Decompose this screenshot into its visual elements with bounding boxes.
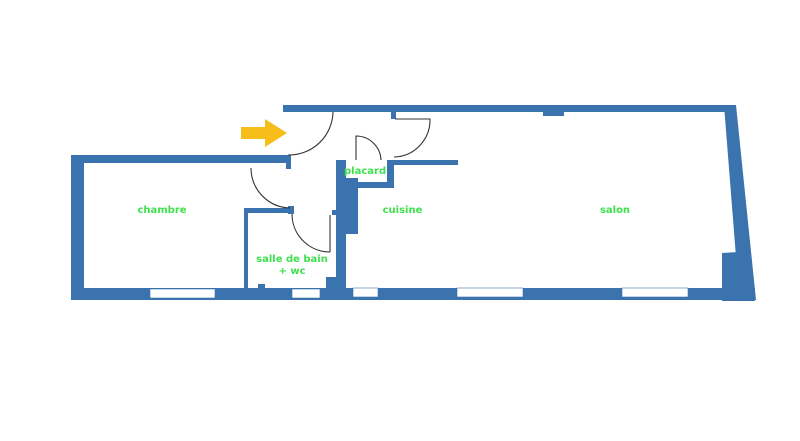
wall-chambre-notch xyxy=(286,155,291,169)
door-chambre xyxy=(250,167,291,209)
room-label-chambre: chambre xyxy=(137,205,187,216)
window-salon-2 xyxy=(621,287,689,298)
entrance-arrow-icon xyxy=(241,119,287,147)
wall-right xyxy=(722,105,756,300)
door-bath xyxy=(291,213,331,253)
room-label-salon: salon xyxy=(599,205,631,216)
window-cuisine xyxy=(352,287,379,298)
wall-chambre-left xyxy=(71,155,84,300)
wall-top xyxy=(283,105,736,112)
wall-placard-bottom xyxy=(344,182,394,188)
room-label-wc: + wc xyxy=(278,266,306,277)
window-salon-1 xyxy=(456,287,524,298)
room-label-cuisine: cuisine xyxy=(382,205,423,216)
room-label-salle-de-bain: salle de bain xyxy=(256,254,328,265)
door-salon xyxy=(393,118,431,158)
wall-partition-top xyxy=(391,110,396,119)
room-label-placard: placard xyxy=(344,166,387,177)
wall-bath-fixture xyxy=(258,284,265,289)
wall-placard-top-extension xyxy=(390,160,458,165)
door-entrance xyxy=(287,111,334,156)
door-placard xyxy=(355,135,382,161)
wall-chambre-top xyxy=(71,155,291,163)
wall-bottom-right xyxy=(344,288,755,300)
wall-bath-left xyxy=(244,208,248,290)
wall-bath-right-upper xyxy=(332,210,337,215)
wall-central-thick xyxy=(336,178,358,234)
wall-notch xyxy=(543,110,564,116)
wall-bath-door-jamb xyxy=(288,206,294,214)
wall-bath-top xyxy=(244,208,290,213)
window-chambre xyxy=(149,288,216,299)
window-bath xyxy=(291,288,321,299)
wall-placard-right xyxy=(387,160,394,187)
